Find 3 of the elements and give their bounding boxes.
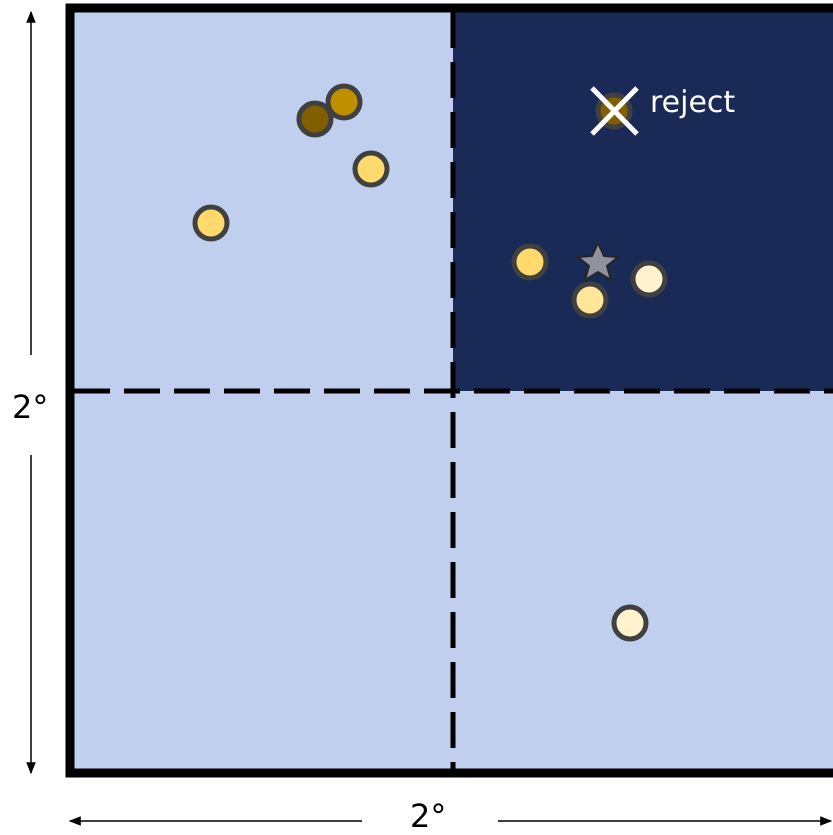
status-label: reject [650,88,736,118]
dimension-label: 2° [12,391,48,423]
dimension-label: 2° [410,800,446,832]
